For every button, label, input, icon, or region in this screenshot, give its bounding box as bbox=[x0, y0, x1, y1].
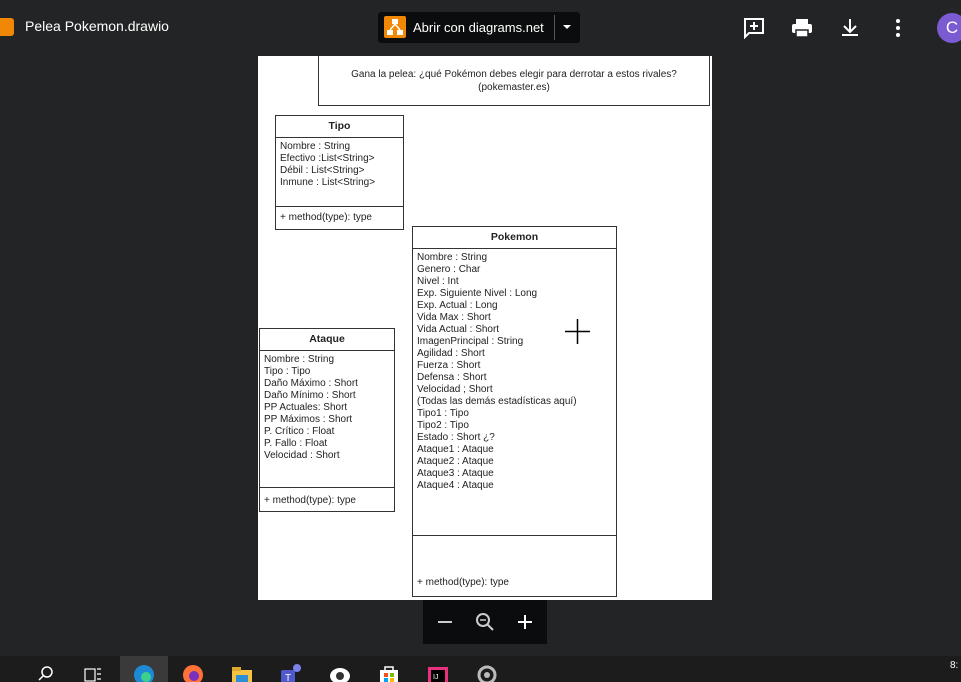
attribute: Exp. Actual : Long bbox=[417, 300, 498, 311]
class-name: Tipo bbox=[276, 116, 403, 138]
class-attributes: Nombre : String Efectivo :List<String> D… bbox=[276, 138, 403, 192]
task-view-icon[interactable] bbox=[83, 662, 105, 682]
attribute: P. Crítico : Float bbox=[264, 426, 335, 437]
attribute: PP Actuales: Short bbox=[264, 402, 348, 413]
add-comment-icon[interactable] bbox=[742, 16, 766, 40]
open-with-button[interactable]: Abrir con diagrams.net bbox=[413, 20, 544, 35]
drawio-file-icon bbox=[0, 18, 14, 36]
more-vert-icon[interactable] bbox=[886, 16, 910, 40]
attribute: Velocidad : Short bbox=[264, 450, 340, 461]
search-icon[interactable] bbox=[35, 662, 57, 682]
svg-text:IJ: IJ bbox=[433, 674, 438, 681]
attribute: Ataque3 : Ataque bbox=[417, 468, 494, 479]
attribute: ImagenPrincipal : String bbox=[417, 336, 524, 347]
attribute: (Todas las demás estadísticas aquí) bbox=[417, 396, 577, 407]
attribute: Fuerza : Short bbox=[417, 360, 481, 371]
class-divider bbox=[276, 206, 403, 207]
class-attributes: Nombre : String Genero : Char Nivel : In… bbox=[413, 249, 616, 495]
file-explorer-icon[interactable] bbox=[231, 662, 253, 682]
attribute: Daño Mínimo : Short bbox=[264, 390, 356, 401]
diagram-header-box: Gana la pelea: ¿qué Pokémon debes elegir… bbox=[318, 56, 710, 106]
attribute: Ataque4 : Ataque bbox=[417, 480, 494, 491]
print-icon[interactable] bbox=[790, 16, 814, 40]
attribute: P. Fallo : Float bbox=[264, 438, 328, 449]
attribute: Daño Máximo : Short bbox=[264, 378, 358, 389]
attribute: Vida Max : Short bbox=[417, 312, 491, 323]
attribute: Tipo1 : Tipo bbox=[417, 408, 469, 419]
attribute: Ataque2 : Ataque bbox=[417, 456, 494, 467]
class-method: + method(type): type bbox=[417, 577, 509, 588]
app-gear-icon[interactable] bbox=[476, 662, 498, 682]
attribute: Exp. Siguiente Nivel : Long bbox=[417, 288, 538, 299]
class-name: Pokemon bbox=[413, 227, 616, 249]
class-method: + method(type): type bbox=[280, 212, 372, 223]
attribute: Nombre : String bbox=[280, 141, 351, 152]
firefox-icon[interactable] bbox=[182, 662, 204, 682]
header-line-2: (pokemaster.es) bbox=[478, 82, 550, 93]
class-tipo: Tipo Nombre : String Efectivo :List<Stri… bbox=[275, 115, 404, 230]
attribute: Vida Actual : Short bbox=[417, 324, 500, 335]
edge-browser-icon[interactable] bbox=[133, 662, 155, 682]
attribute: Tipo : Tipo bbox=[264, 366, 311, 377]
crosshair-cursor-icon bbox=[565, 319, 590, 344]
diagram-page: Gana la pelea: ¿qué Pokémon debes elegir… bbox=[258, 56, 712, 600]
attribute: Velocidad ; Short bbox=[417, 384, 493, 395]
eye-app-icon[interactable] bbox=[329, 662, 351, 682]
svg-text:T: T bbox=[285, 673, 291, 682]
attribute: Genero : Char bbox=[417, 264, 481, 275]
taskbar-clock: 8: bbox=[950, 660, 959, 671]
diagrams-net-logo-icon bbox=[384, 16, 406, 38]
store-icon[interactable] bbox=[378, 662, 400, 682]
attribute: Ataque1 : Ataque bbox=[417, 444, 494, 455]
zoom-out-icon[interactable] bbox=[433, 610, 457, 634]
class-method: + method(type): type bbox=[264, 495, 356, 506]
attribute: Efectivo :List<String> bbox=[280, 153, 375, 164]
attribute: Tipo2 : Tipo bbox=[417, 420, 469, 431]
intellij-icon[interactable]: IJ bbox=[427, 662, 449, 682]
open-with-group: Abrir con diagrams.net bbox=[378, 12, 580, 43]
attribute: Débil : List<String> bbox=[280, 165, 365, 176]
attribute: Nivel : Int bbox=[417, 276, 459, 287]
top-bar: Pelea Pokemon.drawio Abrir con diagrams.… bbox=[0, 0, 961, 56]
zoom-reset-icon[interactable] bbox=[473, 610, 497, 634]
attribute: Estado : Short ¿? bbox=[417, 432, 495, 443]
divider bbox=[554, 15, 555, 40]
avatar[interactable]: C bbox=[937, 13, 961, 43]
attribute: Agilidad : Short bbox=[417, 348, 485, 359]
zoom-in-icon[interactable] bbox=[513, 610, 537, 634]
class-divider bbox=[413, 535, 616, 536]
teams-icon[interactable]: T bbox=[280, 662, 302, 682]
start-icon[interactable] bbox=[0, 662, 16, 682]
attribute: PP Máximos : Short bbox=[264, 414, 353, 425]
class-pokemon: Pokemon Nombre : String Genero : Char Ni… bbox=[412, 226, 617, 597]
download-icon[interactable] bbox=[838, 16, 862, 40]
class-ataque: Ataque Nombre : String Tipo : Tipo Daño … bbox=[259, 328, 395, 512]
class-divider bbox=[260, 487, 394, 488]
windows-taskbar: T IJ bbox=[0, 656, 961, 682]
file-title: Pelea Pokemon.drawio bbox=[25, 18, 169, 34]
class-name: Ataque bbox=[260, 329, 394, 351]
attribute: Defensa : Short bbox=[417, 372, 487, 383]
attribute: Nombre : String bbox=[264, 354, 335, 365]
zoom-toolbar bbox=[423, 600, 547, 644]
chevron-down-icon[interactable] bbox=[561, 20, 573, 34]
class-attributes: Nombre : String Tipo : Tipo Daño Máximo … bbox=[260, 351, 394, 465]
attribute: Nombre : String bbox=[417, 252, 488, 263]
header-line-1: Gana la pelea: ¿qué Pokémon debes elegir… bbox=[351, 69, 677, 80]
attribute: Inmune : List<String> bbox=[280, 177, 376, 188]
